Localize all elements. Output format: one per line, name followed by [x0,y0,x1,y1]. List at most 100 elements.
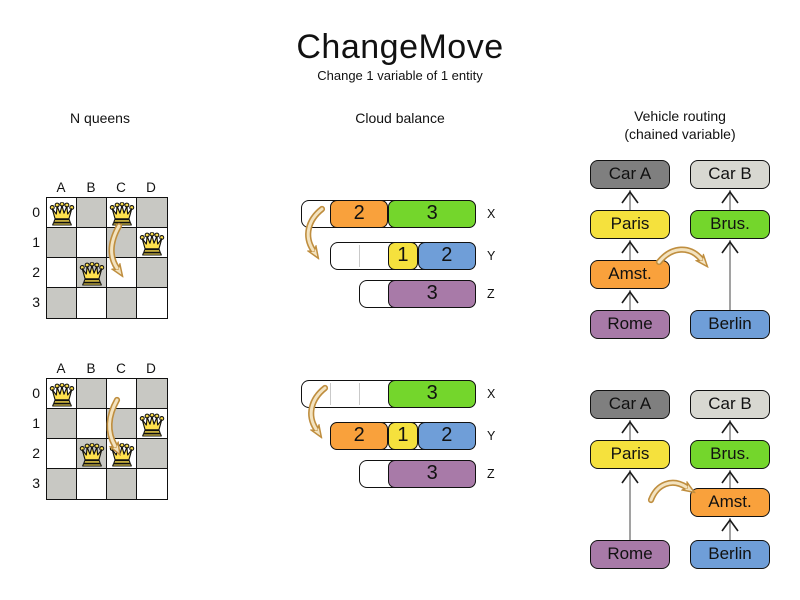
vehicle-box-brus: Brus. [690,210,770,239]
board-cell-C2 [107,258,137,288]
board-row-label: 3 [32,475,40,491]
page-subtitle: Change 1 variable of 1 entity [317,68,483,83]
process-segment: 1 [388,242,418,270]
process-segment: 1 [388,422,418,450]
vehicle-box-paris: Paris [590,210,670,239]
queen-icon [139,413,165,437]
chain-arrowhead-icon [721,420,739,434]
board-cell-A3 [47,469,77,499]
board-row-label: 1 [32,234,40,250]
board-cell-B0 [77,379,107,409]
vehicle-box-brus: Brus. [690,440,770,469]
computer-label-Z: Z [487,467,495,481]
board-row-label: 0 [32,204,40,220]
process-segment: 3 [388,280,476,308]
queen-icon [49,383,75,407]
queen-icon [79,443,105,467]
bar-unit-divider [359,245,361,267]
vehicle-box-cara: Car A [590,390,670,419]
board-cell-B3 [77,469,107,499]
move-arrow-vehicle-after [647,479,686,504]
section-heading-nqueens: N queens [70,110,130,126]
computer-label-X: X [487,387,496,401]
queen-icon [109,202,135,226]
board-column-label: C [116,180,126,195]
process-segment: 3 [388,460,476,488]
board-cell-A1 [47,228,77,258]
board-cell-D1 [137,409,167,439]
vehicle-box-cara: Car A [590,160,670,189]
board-cell-D0 [137,379,167,409]
chain-arrowhead-icon [621,470,639,484]
board-cell-A2 [47,258,77,288]
bar-unit-divider [359,383,361,405]
board-row-label: 2 [32,264,40,280]
board-cell-C1 [107,228,137,258]
queen-icon [109,443,135,467]
board-cell-D2 [137,439,167,469]
chess-board-before [46,197,168,319]
process-segment: 2 [417,242,476,270]
board-cell-B1 [77,228,107,258]
vehicle-box-paris: Paris [590,440,670,469]
board-column-label: A [56,361,66,376]
board-cell-C0 [107,198,137,228]
process-segment: 3 [388,380,476,408]
board-column-label: D [146,361,156,376]
computer-label-Y: Y [487,249,496,263]
board-cell-C1 [107,409,137,439]
board-cell-A3 [47,288,77,318]
vehicle-box-rome: Rome [590,540,670,569]
section-heading-vehicle-routing-sub: (chained variable) [624,126,736,142]
board-row-label: 1 [32,415,40,431]
vehicle-box-rome: Rome [590,310,670,339]
chain-arrowhead-icon [621,420,639,434]
process-segment: 2 [417,422,476,450]
chess-board-after [46,378,168,500]
chain-arrowhead-icon [721,190,739,204]
page-title: ChangeMove [296,28,504,66]
section-heading-vehicle-routing: Vehicle routing [634,108,726,124]
board-row-label: 0 [32,385,40,401]
board-column-label: D [146,180,156,195]
vehicle-box-carb: Car B [690,160,770,189]
chain-arrowhead-icon [721,470,739,484]
vehicle-box-amst: Amst. [590,260,670,289]
process-segment: 3 [388,200,476,228]
board-cell-A2 [47,439,77,469]
vehicle-box-amst: Amst. [690,488,770,517]
computer-label-X: X [487,207,496,221]
board-column-label: A [56,180,66,195]
computer-label-Z: Z [487,287,495,301]
chain-arrowhead-icon [621,290,639,304]
vehicle-box-berlin: Berlin [690,540,770,569]
board-cell-B2 [77,258,107,288]
chain-arrowhead-icon [721,240,739,254]
board-cell-A1 [47,409,77,439]
computer-label-Y: Y [487,429,496,443]
board-column-label: C [116,361,126,376]
bar-unit-divider [330,383,331,405]
board-cell-B3 [77,288,107,318]
board-column-label: B [86,361,96,376]
board-row-label: 3 [32,294,40,310]
board-column-label: B [86,180,96,195]
board-cell-D0 [137,198,167,228]
board-cell-D2 [137,258,167,288]
board-cell-C3 [107,469,137,499]
board-cell-C0 [107,379,137,409]
queen-icon [79,262,105,286]
board-cell-A0 [47,379,77,409]
board-cell-B2 [77,439,107,469]
section-heading-cloud-balance: Cloud balance [355,110,445,126]
process-segment: 2 [330,200,389,228]
board-cell-D1 [137,228,167,258]
board-cell-C2 [107,439,137,469]
vehicle-box-carb: Car B [690,390,770,419]
board-cell-A0 [47,198,77,228]
chain-arrowhead-icon [621,240,639,254]
chain-arrowhead-icon [621,190,639,204]
queen-icon [139,232,165,256]
board-row-label: 2 [32,445,40,461]
